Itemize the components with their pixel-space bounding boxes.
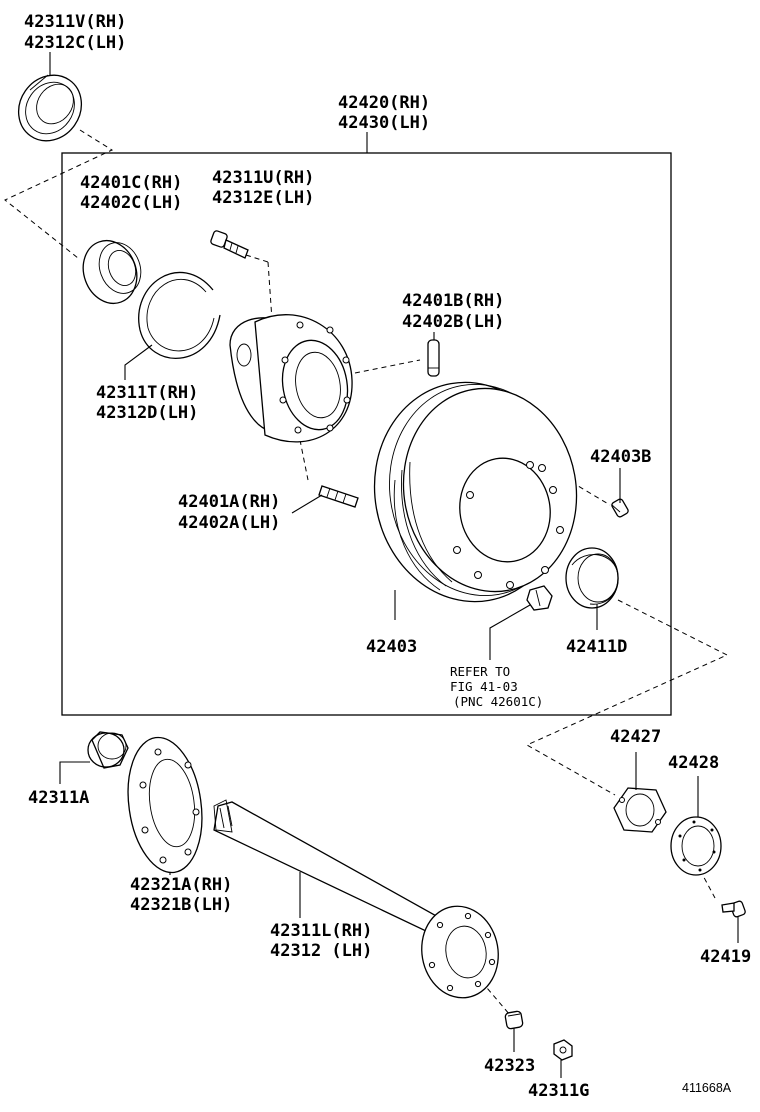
plate-42428[interactable] xyxy=(670,816,722,876)
label-42403b: 42403B xyxy=(590,447,651,467)
label-42321a-lh: 42321B(LH) xyxy=(130,895,232,915)
label-42428: 42428 xyxy=(668,753,719,773)
guide-line-top-left xyxy=(4,129,114,259)
seal-42311a[interactable] xyxy=(87,731,129,769)
bolt-42419[interactable] xyxy=(721,900,746,918)
cap-42411d[interactable] xyxy=(565,547,619,609)
label-42411d: 42411D xyxy=(566,637,627,657)
stud-42401a[interactable] xyxy=(318,485,359,508)
leader-42311t xyxy=(124,344,153,380)
label-42323: 42323 xyxy=(484,1056,535,1076)
leader-42311a xyxy=(59,761,90,784)
figure-code: 411668A xyxy=(682,1081,732,1095)
label-42420-lh: 42430(LH) xyxy=(338,113,430,133)
label-42401c-rh: 42401C(RH) xyxy=(80,173,182,193)
retainer-42427[interactable] xyxy=(613,787,667,833)
guide-line-pin-hub xyxy=(354,359,421,374)
guide-line-stud-hub xyxy=(245,254,269,263)
gasket-42321a[interactable] xyxy=(120,733,210,878)
bearing-42401c[interactable] xyxy=(75,233,148,311)
oil-seal-42311v[interactable] xyxy=(6,63,94,153)
axle-shaft-42311l[interactable] xyxy=(213,799,505,1004)
label-42403: 42403 xyxy=(366,637,417,657)
snap-ring-42311t[interactable] xyxy=(138,271,221,359)
label-42311u-lh: 42312E(LH) xyxy=(212,188,314,208)
brake-drum-42403[interactable] xyxy=(357,367,592,617)
pin-42401b[interactable] xyxy=(427,339,440,377)
hub-nut[interactable] xyxy=(526,585,553,611)
label-42427: 42427 xyxy=(610,727,661,747)
leader-hub-nut xyxy=(489,604,531,660)
nut-42311g[interactable] xyxy=(553,1039,573,1061)
bolt-42311u[interactable] xyxy=(210,230,249,259)
label-42311t-rh: 42311T(RH) xyxy=(96,383,198,403)
label-42311g: 42311G xyxy=(528,1081,589,1101)
label-42401c-lh: 42402C(LH) xyxy=(80,193,182,213)
guide-line-hub-stud xyxy=(299,439,309,481)
guide-line-stud-hub-2 xyxy=(267,261,273,321)
label-42311v-lh: 42312C(LH) xyxy=(24,33,126,53)
label-refer-line3: (PNC 42601C) xyxy=(453,694,543,709)
label-42321a-rh: 42321A(RH) xyxy=(130,875,232,895)
bolt-42403b[interactable] xyxy=(611,498,629,518)
label-refer-line1: REFER TO xyxy=(450,664,510,679)
label-42311v-rh: 42311V(RH) xyxy=(24,12,126,32)
label-42401b-rh: 42401B(RH) xyxy=(402,291,504,311)
label-42401a-lh: 42402A(LH) xyxy=(178,513,280,533)
label-42419: 42419 xyxy=(700,947,751,967)
bushing-42323[interactable] xyxy=(504,1010,524,1030)
label-42401a-rh: 42401A(RH) xyxy=(178,492,280,512)
label-42420-rh: 42420(RH) xyxy=(338,93,430,113)
assembly-box xyxy=(61,152,672,716)
label-42311u-rh: 42311U(RH) xyxy=(212,168,314,188)
label-42311l-rh: 42311L(RH) xyxy=(270,921,372,941)
label-42401b-lh: 42402B(LH) xyxy=(402,312,504,332)
leader-42401a xyxy=(291,494,323,514)
label-42311t-lh: 42312D(LH) xyxy=(96,403,198,423)
axle-hub[interactable] xyxy=(229,314,354,443)
label-42311l-lh: 42312 (LH) xyxy=(270,941,372,961)
label-42311a: 42311A xyxy=(28,788,89,808)
label-refer-line2: FIG 41-03 xyxy=(450,679,518,694)
